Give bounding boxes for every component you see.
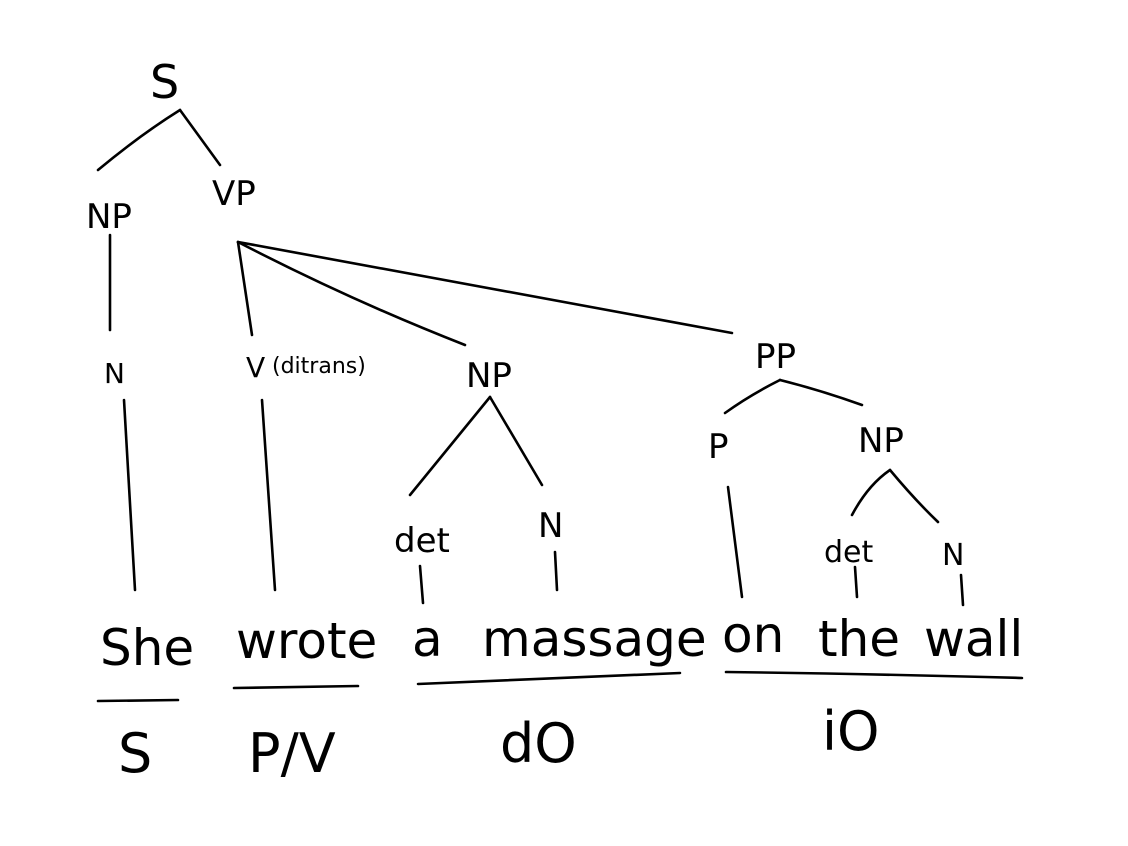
edge-s-np bbox=[96, 108, 182, 172]
node-n-pp: N bbox=[942, 538, 964, 573]
tree-nodes: S NP VP N V (ditrans) NP det N PP P NP d… bbox=[86, 55, 964, 573]
node-v-note: (ditrans) bbox=[272, 354, 366, 379]
node-v: V bbox=[246, 351, 265, 384]
edge-n-wall bbox=[959, 573, 965, 607]
underline-wrote bbox=[232, 684, 360, 690]
word-massage: massage bbox=[482, 610, 707, 668]
edge-vp-pp bbox=[236, 240, 734, 335]
node-det-object: det bbox=[394, 521, 450, 561]
edge-v-wrote bbox=[260, 398, 277, 592]
node-np-object: NP bbox=[466, 356, 512, 396]
edge-det-a bbox=[418, 564, 425, 605]
word-wall: wall bbox=[924, 610, 1023, 668]
word-on: on bbox=[722, 606, 784, 664]
node-vp: VP bbox=[212, 174, 256, 214]
edge-n-she bbox=[122, 398, 137, 592]
edge-n-massage bbox=[553, 550, 559, 592]
underline-on-the-wall bbox=[724, 670, 1024, 680]
node-p: P bbox=[708, 427, 729, 467]
edge-det-the bbox=[853, 565, 859, 599]
underline-she bbox=[96, 698, 180, 703]
edge-np-det bbox=[408, 395, 492, 497]
edge-vp-v bbox=[236, 240, 254, 337]
edge-np-n2 bbox=[488, 395, 544, 487]
edge-s-vp bbox=[178, 108, 222, 167]
sentence: She wrote a massage on the wall bbox=[100, 606, 1023, 677]
role-direct-object: dO bbox=[500, 712, 577, 775]
node-n-subject: N bbox=[104, 357, 125, 390]
edge-pp-np bbox=[778, 378, 864, 407]
node-s: S bbox=[150, 55, 179, 109]
edge-p-on bbox=[726, 485, 744, 599]
edge-np-det2 bbox=[850, 468, 892, 517]
role-subject: S bbox=[118, 722, 152, 785]
edge-np-n3 bbox=[888, 468, 940, 524]
word-a: a bbox=[412, 610, 443, 668]
edge-pp-p bbox=[723, 378, 782, 415]
word-she: She bbox=[100, 619, 194, 677]
underline-a-massage bbox=[416, 671, 682, 686]
node-det-pp: det bbox=[824, 535, 874, 570]
role-predicate-verb: P/V bbox=[248, 722, 336, 785]
word-the: the bbox=[818, 610, 900, 668]
edge-vp-np bbox=[236, 240, 467, 347]
node-pp: PP bbox=[755, 337, 796, 377]
node-np-pp: NP bbox=[858, 421, 904, 461]
role-indirect-object: iO bbox=[822, 700, 880, 763]
word-wrote: wrote bbox=[236, 612, 377, 670]
node-n-object: N bbox=[538, 506, 563, 546]
tree-edges bbox=[96, 108, 1024, 703]
node-np-subject: NP bbox=[86, 197, 132, 237]
grammatical-roles: S P/V dO iO bbox=[118, 700, 880, 785]
